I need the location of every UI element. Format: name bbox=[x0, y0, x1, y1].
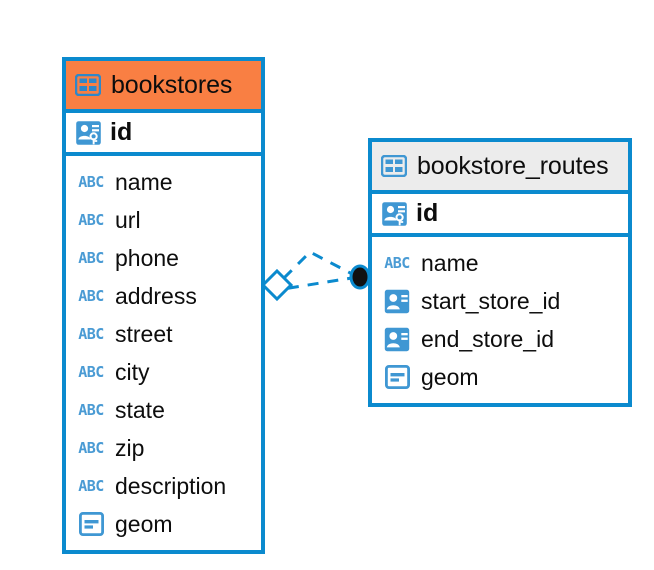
field-list-bookstores: ABC name ABC url ABC phone ABC address A… bbox=[66, 156, 261, 550]
entity-bookstore-routes[interactable]: bookstore_routes id ABC name bbox=[368, 138, 632, 407]
field-label: name bbox=[421, 249, 479, 276]
field-row-url[interactable]: ABC url bbox=[66, 201, 261, 239]
text-type-icon: ABC bbox=[78, 248, 104, 267]
table-icon bbox=[381, 155, 407, 177]
text-type-icon: ABC bbox=[78, 400, 104, 419]
diamond-outline-marker bbox=[260, 268, 294, 302]
field-row-phone[interactable]: ABC phone bbox=[66, 239, 261, 277]
field-row-id[interactable]: id bbox=[372, 190, 628, 237]
field-row-state[interactable]: ABC state bbox=[66, 391, 261, 429]
text-type-icon: ABC bbox=[78, 210, 104, 229]
field-row-street[interactable]: ABC street bbox=[66, 315, 261, 353]
field-row-zip[interactable]: ABC zip bbox=[66, 429, 261, 467]
field-label: geom bbox=[421, 363, 479, 390]
entity-bookstores[interactable]: bookstores id ABC name bbox=[62, 57, 265, 554]
foreign-key-icon bbox=[382, 289, 412, 314]
field-row-city[interactable]: ABC city bbox=[66, 353, 261, 391]
filled-circle-marker bbox=[349, 264, 371, 290]
field-label: city bbox=[115, 358, 150, 385]
field-label: url bbox=[115, 206, 141, 233]
field-row-name[interactable]: ABC name bbox=[66, 163, 261, 201]
entity-name-label: bookstore_routes bbox=[417, 151, 609, 180]
text-type-icon: ABC bbox=[78, 172, 104, 191]
entity-header-bookstores[interactable]: bookstores bbox=[66, 61, 261, 109]
field-label: id bbox=[416, 199, 439, 227]
field-label: zip bbox=[115, 434, 145, 461]
field-label: geom bbox=[115, 510, 173, 537]
text-type-icon: ABC bbox=[384, 253, 410, 272]
field-label: start_store_id bbox=[421, 287, 561, 314]
field-label: name bbox=[115, 168, 173, 195]
field-label: street bbox=[115, 320, 173, 347]
field-list-bookstore-routes: ABC name start_store_id bbox=[372, 237, 628, 403]
geometry-type-icon bbox=[76, 512, 106, 536]
field-row-id[interactable]: id bbox=[66, 109, 261, 156]
field-row-name[interactable]: ABC name bbox=[372, 244, 628, 282]
text-type-icon: ABC bbox=[78, 286, 104, 305]
entity-name-label: bookstores bbox=[111, 70, 233, 99]
field-label: end_store_id bbox=[421, 325, 554, 352]
field-label: id bbox=[110, 118, 133, 146]
table-icon bbox=[75, 74, 101, 96]
relationship-line-lower bbox=[282, 275, 359, 291]
field-row-geom[interactable]: geom bbox=[66, 505, 261, 543]
text-type-icon: ABC bbox=[78, 324, 104, 343]
entity-header-bookstore-routes[interactable]: bookstore_routes bbox=[372, 142, 628, 190]
field-row-geom[interactable]: geom bbox=[372, 358, 628, 396]
field-label: phone bbox=[115, 244, 179, 271]
field-row-start-store-id[interactable]: start_store_id bbox=[372, 282, 628, 320]
primary-key-icon bbox=[381, 201, 408, 227]
foreign-key-icon bbox=[382, 327, 412, 352]
field-row-description[interactable]: ABC description bbox=[66, 467, 261, 505]
primary-key-icon bbox=[75, 120, 102, 146]
text-type-icon: ABC bbox=[78, 362, 104, 381]
field-label: description bbox=[115, 472, 227, 499]
field-label: address bbox=[115, 282, 197, 309]
geometry-type-icon bbox=[382, 365, 412, 389]
field-label: state bbox=[115, 396, 165, 423]
text-type-icon: ABC bbox=[78, 438, 104, 457]
field-row-address[interactable]: ABC address bbox=[66, 277, 261, 315]
field-row-end-store-id[interactable]: end_store_id bbox=[372, 320, 628, 358]
relationship-line-upper bbox=[277, 250, 359, 285]
text-type-icon: ABC bbox=[78, 476, 104, 495]
